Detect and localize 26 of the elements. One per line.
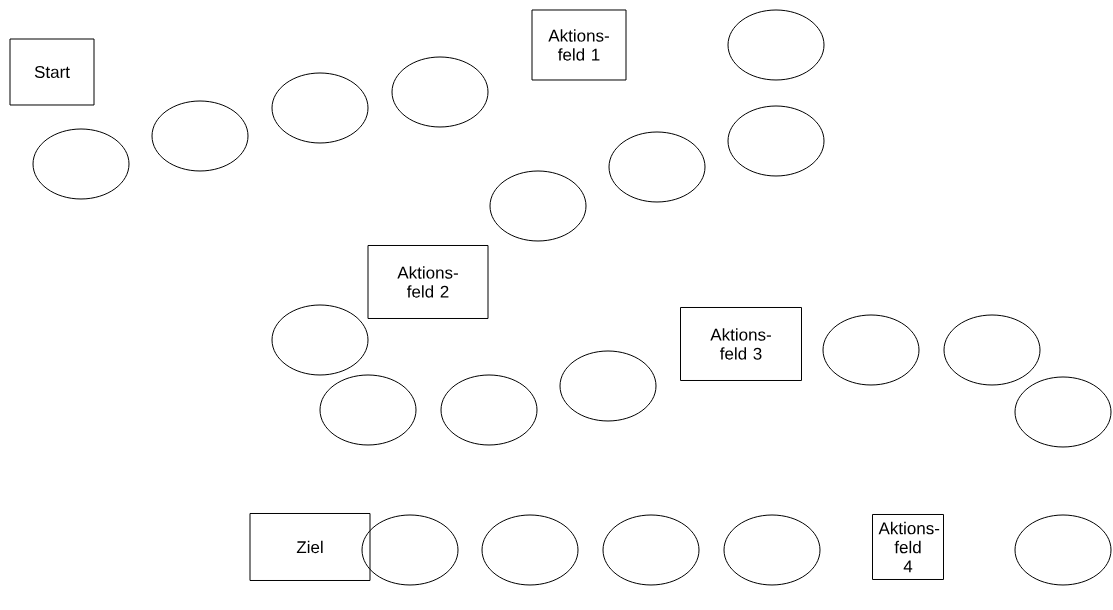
board-field-ellipse: [727, 9, 825, 81]
board-field-ellipse: [723, 514, 821, 586]
board-field-ellipse: [481, 514, 579, 586]
board-field-ellipse: [489, 170, 587, 242]
board-field-ellipse: [271, 72, 369, 144]
label-box: Aktions- feld 3: [680, 307, 802, 381]
board-field-ellipse: [32, 128, 130, 200]
label-box: Aktions- feld 1: [531, 9, 627, 81]
label-box: Ziel: [249, 513, 371, 581]
board-field-ellipse: [271, 304, 369, 376]
board-field-ellipse: [361, 514, 459, 586]
board-field-ellipse: [319, 374, 417, 446]
board-field-ellipse: [943, 314, 1041, 386]
board-field-ellipse: [608, 131, 706, 203]
board-field-ellipse: [1014, 376, 1112, 448]
board-field-ellipse: [1014, 514, 1112, 586]
board-field-ellipse: [391, 56, 489, 128]
board-field-ellipse: [559, 350, 657, 422]
board-field-ellipse: [440, 374, 538, 446]
board-field-ellipse: [727, 105, 825, 177]
board-field-ellipse: [602, 514, 700, 586]
board-field-ellipse: [822, 314, 920, 386]
board-field-ellipse: [151, 100, 249, 172]
label-box: Start: [9, 38, 95, 106]
label-box: Aktions- feld 2: [367, 245, 489, 319]
label-box: Aktions- feld 4: [872, 514, 944, 580]
